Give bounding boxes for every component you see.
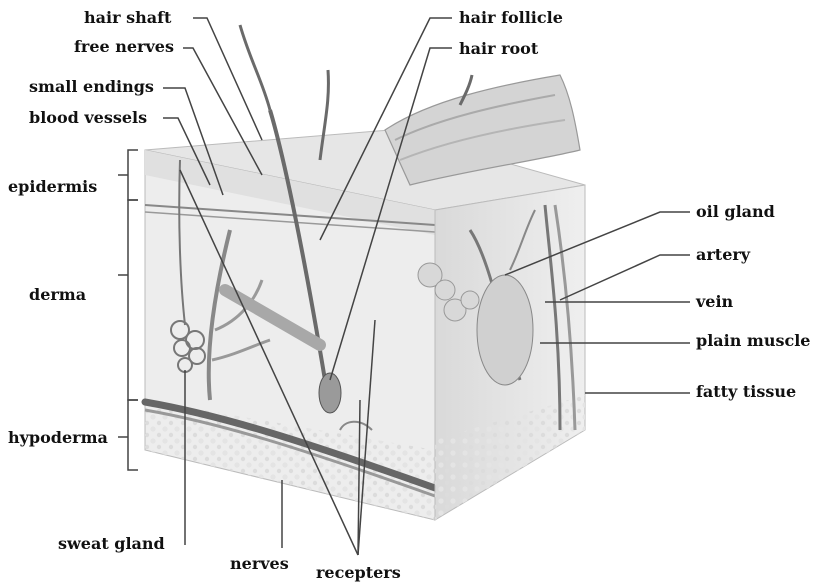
label-plain-muscle: plain muscle — [696, 332, 810, 350]
label-hair-shaft: hair shaft — [84, 9, 171, 27]
label-nerves: nerves — [230, 555, 289, 573]
label-hair-root: hair root — [459, 40, 538, 58]
label-vein: vein — [696, 293, 733, 311]
label-hypoderma: hypoderma — [8, 429, 108, 447]
label-fatty-tissue: fatty tissue — [696, 383, 796, 401]
label-blood-vessels: blood vessels — [29, 109, 147, 127]
layer-brackets — [118, 150, 138, 470]
label-sweat-gland: sweat gland — [58, 535, 165, 553]
label-oil-gland: oil gland — [696, 203, 775, 221]
label-free-nerves: free nerves — [74, 38, 174, 56]
label-recepters: recepters — [316, 564, 401, 582]
label-derma: derma — [29, 286, 86, 304]
label-artery: artery — [696, 246, 750, 264]
label-hair-follicle: hair follicle — [459, 9, 563, 27]
label-epidermis: epidermis — [8, 178, 97, 196]
skin-side-face — [418, 185, 585, 520]
label-small-endings: small endings — [29, 78, 154, 96]
